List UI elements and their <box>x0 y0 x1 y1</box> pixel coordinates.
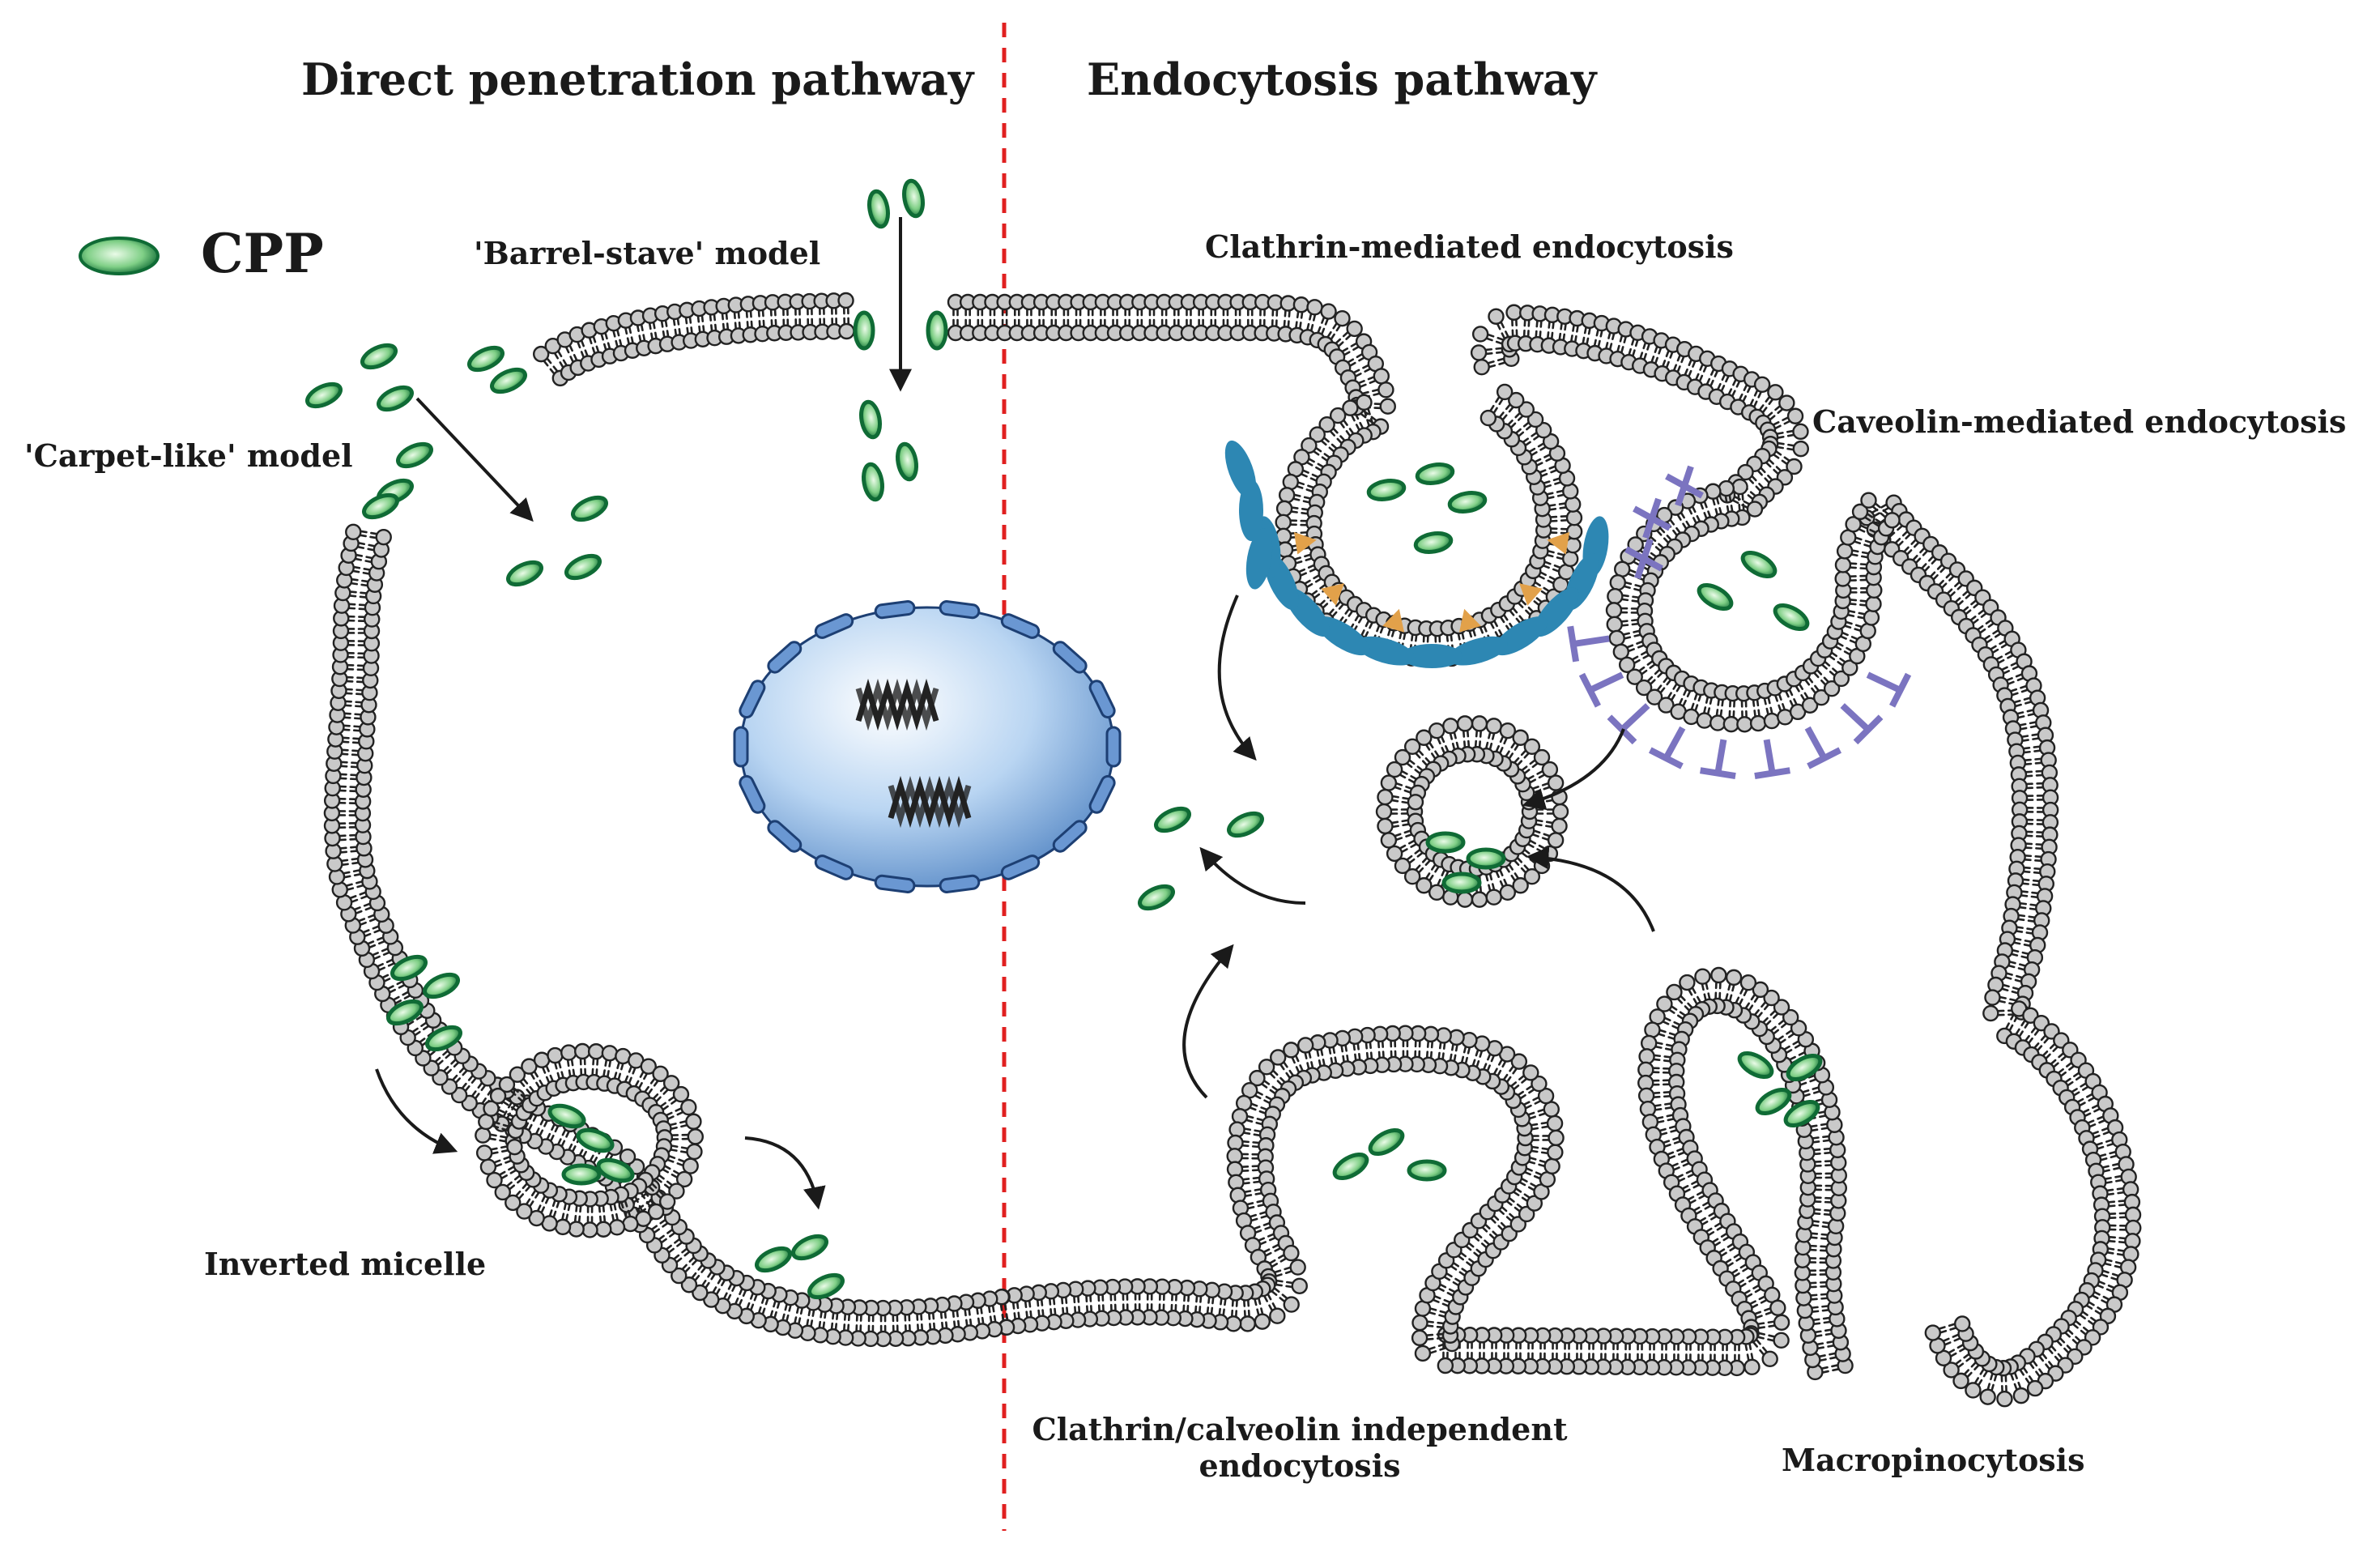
clathrin-label: Clathrin-mediated endocytosis <box>1205 228 1734 265</box>
cpp-legend: CPP <box>75 222 324 290</box>
membrane-top-right <box>1470 304 1810 518</box>
nucleus <box>733 600 1122 893</box>
caveolin-coat <box>1567 465 1912 780</box>
cpp-particles <box>305 178 1823 1300</box>
cell-membrane <box>323 292 2142 1408</box>
caveolin-label: Caveolin-mediated endocytosis <box>1812 403 2347 440</box>
carpet-like-arrow <box>415 397 534 522</box>
macropinocytosis-membrane <box>1437 966 1854 1381</box>
membrane-top-mid <box>947 293 1396 435</box>
process-arrows <box>375 217 1655 1210</box>
direct-penetration-header: Direct penetration pathway <box>301 53 974 105</box>
cpp-legend-label: CPP <box>201 222 324 285</box>
macro-to-endosome-arrow <box>1526 846 1655 932</box>
green-ellipse-icon <box>79 237 160 275</box>
endocytosis-header: Endocytosis pathway <box>1087 53 1597 105</box>
independent-to-endosome-arrow <box>1182 944 1234 1099</box>
carpet-like-label: 'Carpet-like' model <box>24 437 353 474</box>
micelle-out-arrow <box>744 1136 826 1210</box>
independent-endocytosis-label: Clathrin/calveolin independent endocytos… <box>1024 1411 1575 1484</box>
micelle-in-arrow <box>375 1068 458 1154</box>
membrane-top-left <box>532 292 855 387</box>
independent-line-1: Clathrin/calveolin independent <box>1032 1411 1568 1447</box>
inverted-micelle-membrane <box>475 1042 705 1238</box>
macropinocytosis-label: Macropinocytosis <box>1782 1442 2085 1478</box>
clathrin-to-endosome-arrow <box>1217 595 1257 761</box>
escape-arrow <box>1199 846 1306 905</box>
independent-line-2: endocytosis <box>1199 1447 1401 1484</box>
inverted-micelle-label: Inverted micelle <box>204 1246 487 1282</box>
membrane-right <box>1858 494 2142 1408</box>
caveolin-pit-membrane <box>1605 478 1901 733</box>
dna-helix-icon <box>855 678 972 829</box>
barrel-stave-label: 'Barrel-stave' model <box>474 235 821 271</box>
clathrin-coat <box>1224 440 1609 668</box>
caveolin-to-endosome-arrow <box>1522 728 1625 811</box>
independent-membrane <box>994 1025 1565 1362</box>
